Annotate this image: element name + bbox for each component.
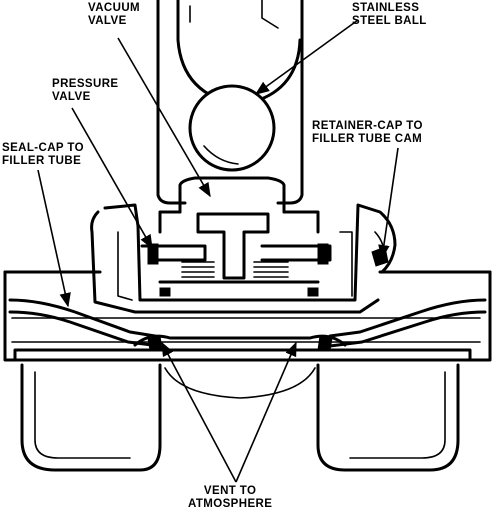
valve-chamber-top	[158, 176, 320, 234]
label-vent-line1: VENT TO	[203, 485, 257, 497]
retainer-cam-tab	[371, 246, 389, 267]
leader-seal-cap	[37, 169, 71, 308]
stainless-steel-ball	[188, 84, 276, 172]
center-bowl	[164, 367, 316, 399]
seal-cap-left-wing	[8, 298, 162, 348]
filler-tube-body	[3, 270, 492, 362]
label-vacuum-valve-line2: VALVE	[88, 14, 127, 27]
vacuum-valve	[196, 212, 270, 280]
label-vacuum-valve: VACUUM VALVE	[88, 2, 140, 27]
label-stainless-steel-ball: STAINLESS STEEL BALL	[352, 2, 427, 27]
label-steel-ball-line1: STAINLESS	[352, 2, 420, 14]
label-pressure-valve-line2: VALVE	[52, 90, 91, 103]
label-seal-cap-line1: SEAL-CAP TO	[2, 142, 84, 154]
label-retainer-cap-line1: RETAINER-CAP TO	[312, 120, 423, 132]
label-vent-to-atmosphere: VENT TO ATMOSPHERE	[188, 485, 272, 510]
leader-lines	[37, 19, 399, 483]
leader-vent-left	[161, 341, 237, 483]
seal-cap-right-wing	[328, 298, 487, 348]
label-vent-line2: ATMOSPHERE	[188, 497, 273, 510]
label-seal-cap: SEAL-CAP TO FILLER TUBE	[2, 142, 84, 167]
label-pressure-valve: PRESSURE VALVE	[52, 78, 118, 103]
label-pressure-valve-line1: PRESSURE	[52, 78, 119, 90]
label-retainer-cap-line2: FILLER TUBE CAM	[312, 132, 423, 145]
label-retainer-cap: RETAINER-CAP TO FILLER TUBE CAM	[312, 120, 423, 145]
cap-seal-gasket	[133, 334, 347, 351]
leader-vacuum-valve	[117, 37, 211, 198]
cap-housing	[90, 203, 397, 314]
leader-retainer-cap	[378, 147, 399, 260]
lower-cup-right	[316, 363, 460, 472]
leader-steel-ball	[254, 19, 359, 95]
ball-highlight	[203, 145, 239, 165]
leader-vent-right	[235, 341, 297, 483]
leader-pressure-valve	[71, 107, 153, 250]
label-vacuum-valve-line1: VACUUM	[88, 2, 141, 14]
label-seal-cap-line2: FILLER TUBE	[2, 154, 82, 167]
lower-cup-left	[20, 363, 162, 472]
label-steel-ball-line2: STEEL BALL	[352, 14, 427, 27]
